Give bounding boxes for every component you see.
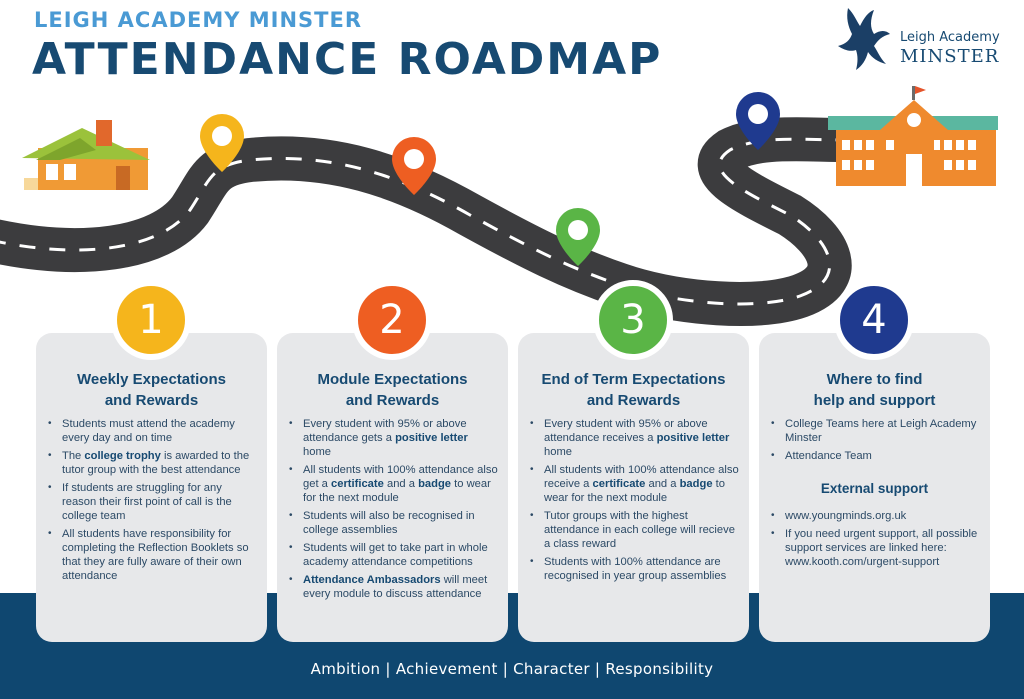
step-3-title: End of Term Expectations and Rewards xyxy=(541,371,726,409)
step-1-title: Weekly Expectations and Rewards xyxy=(77,371,226,409)
bold-text: college trophy xyxy=(84,450,161,462)
bold-text: certificate xyxy=(592,478,646,490)
list-item: The college trophy is awarded to the tut… xyxy=(48,449,257,477)
external-support-list: www.youngminds.org.uk If you need urgent … xyxy=(771,509,980,573)
step-2-list: Every student with 95% or above attendan… xyxy=(289,417,498,605)
list-item: Students must attend the academy every d… xyxy=(48,417,257,445)
text: and a xyxy=(645,478,680,490)
list-item: College Teams here at Leigh Academy Mins… xyxy=(771,417,980,445)
text: home xyxy=(544,446,572,458)
bold-text: badge xyxy=(679,478,713,490)
logo-text-line2: MINSTER xyxy=(900,46,1000,67)
list-item: If students are struggling for any reaso… xyxy=(48,481,257,523)
list-item: All students with 100% attendance also g… xyxy=(289,463,498,505)
step-card-4: Where to find help and support College T… xyxy=(759,333,990,642)
text: Attendance Team xyxy=(785,450,872,462)
text: is awarded to the tutor group with the b… xyxy=(62,450,250,476)
text: will meet every module to discuss attend… xyxy=(303,574,488,600)
bold-text: badge xyxy=(418,478,452,490)
bold-text: certificate xyxy=(331,478,384,490)
text: and a xyxy=(383,478,419,490)
list-item: Tutor groups with the highest attendance… xyxy=(530,509,739,551)
external-support-heading: External support xyxy=(820,481,929,496)
bold-text: Attendance Ambassadors xyxy=(303,574,441,586)
text: Students with 100% attendance are recogn… xyxy=(544,556,727,582)
text: home xyxy=(303,446,331,458)
text: Every student with 95% or above attendan… xyxy=(544,418,708,444)
step-card-2: Module Expectations and Rewards Every st… xyxy=(277,333,508,642)
list-item: Students will get to take part in whole … xyxy=(289,541,498,569)
step-3-list: Every student with 95% or above attendan… xyxy=(530,417,739,587)
organisation-name: LEIGH ACADEMY MINSTER xyxy=(34,8,363,32)
list-item: Attendance Ambassadors will meet every m… xyxy=(289,573,498,601)
roadmap-illustration xyxy=(0,86,998,326)
text: All students with 100% attendance also g… xyxy=(303,464,498,490)
list-item: Every student with 95% or above attendan… xyxy=(530,417,739,459)
text: Students must attend the academy every d… xyxy=(62,418,235,444)
page-title: ATTENDANCE ROADMAP xyxy=(32,34,663,85)
text: College Teams here at Leigh Academy Mins… xyxy=(785,418,977,444)
step-card-3: End of Term Expectations and Rewards Eve… xyxy=(518,333,749,642)
step-1-number-badge: 1 xyxy=(111,280,191,360)
list-item: Attendance Team xyxy=(771,449,980,463)
text: The xyxy=(62,450,85,462)
list-item: www.youngminds.org.uk xyxy=(771,509,980,523)
school-building-icon xyxy=(828,86,998,186)
list-item: If you need urgent support, all possible… xyxy=(771,527,980,569)
logo-text-line1: Leigh Academy xyxy=(900,30,1000,45)
text: If students are struggling for any reaso… xyxy=(62,482,232,522)
text: Every student with 95% or above attendan… xyxy=(303,418,467,444)
step-4-number-badge: 4 xyxy=(834,280,914,360)
pin-yellow-icon xyxy=(200,114,244,172)
text: If you need urgent support, all possible… xyxy=(785,528,978,568)
pin-green-icon xyxy=(556,208,600,266)
text: All students have responsibility for com… xyxy=(62,528,249,582)
text: to wear for the next module xyxy=(303,478,491,504)
pin-blue-icon xyxy=(736,92,780,150)
step-1-list: Students must attend the academy every d… xyxy=(48,417,257,587)
bold-text: positive letter xyxy=(395,432,468,444)
step-4-list: College Teams here at Leigh Academy Mins… xyxy=(771,417,980,467)
list-item: All students with 100% attendance also r… xyxy=(530,463,739,505)
step-2-number-badge: 2 xyxy=(352,280,432,360)
list-item: Students with 100% attendance are recogn… xyxy=(530,555,739,583)
eagle-logo-icon xyxy=(838,8,890,70)
text: Students will get to take part in whole … xyxy=(303,542,488,568)
step-2-title: Module Expectations and Rewards xyxy=(317,371,468,409)
road xyxy=(0,117,852,326)
bold-text: positive letter xyxy=(656,432,730,444)
footer-values: Ambition | Achievement | Character | Res… xyxy=(310,660,714,678)
step-4-title: Where to find help and support xyxy=(813,371,936,409)
home-house-icon xyxy=(22,120,150,190)
text: to wear for the next module xyxy=(544,478,725,504)
step-3-number-badge: 3 xyxy=(593,280,673,360)
step-card-1: Weekly Expectations and Rewards Students… xyxy=(36,333,267,642)
text: All students with 100% attendance also r… xyxy=(544,464,739,490)
text: www.youngminds.org.uk xyxy=(785,510,907,522)
list-item: All students have responsibility for com… xyxy=(48,527,257,583)
text: Students will also be recognised in coll… xyxy=(303,510,475,536)
list-item: Every student with 95% or above attendan… xyxy=(289,417,498,459)
text: Tutor groups with the highest attendance… xyxy=(544,510,735,550)
list-item: Students will also be recognised in coll… xyxy=(289,509,498,537)
pin-orange-icon xyxy=(392,137,436,195)
